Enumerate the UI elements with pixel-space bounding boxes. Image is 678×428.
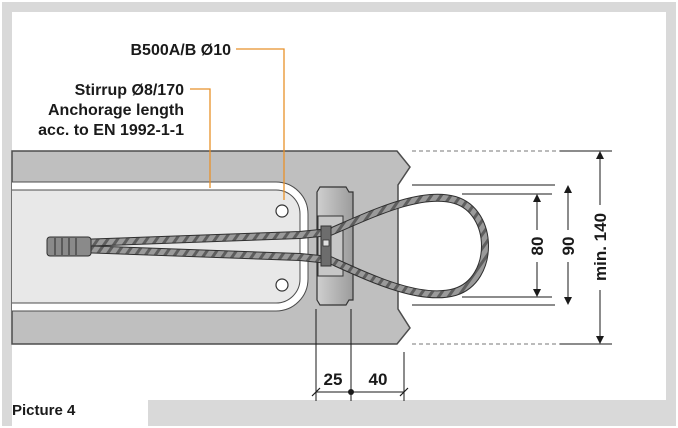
rebar-label: B500A/B Ø10 [131, 42, 232, 59]
stirrup [12, 182, 308, 311]
clamp-marker [322, 239, 330, 247]
stirrup-outline-inner [12, 189, 301, 304]
rebar-section-top [275, 204, 289, 218]
dim-140-label: min. 140 [591, 213, 610, 281]
dim-40-label: 40 [369, 370, 388, 389]
dim-center-dot [348, 389, 354, 395]
dim-25-label: 25 [324, 370, 343, 389]
anchorage-label-line1: Anchorage length [48, 102, 184, 119]
leader-rebar [236, 48, 285, 200]
anchorage-label-line2: acc. to EN 1992-1-1 [38, 122, 184, 139]
stirrup-outline-outer [12, 181, 309, 312]
rebar-section-bottom [275, 278, 289, 292]
stirrup-label: Stirrup Ø8/170 [75, 82, 184, 99]
dim-80-label: 80 [528, 237, 547, 256]
picture-caption: Picture 4 [12, 402, 76, 419]
wire-rope-loop [49, 194, 488, 298]
leader-stirrup [190, 88, 211, 188]
dim-90-label: 90 [559, 237, 578, 256]
